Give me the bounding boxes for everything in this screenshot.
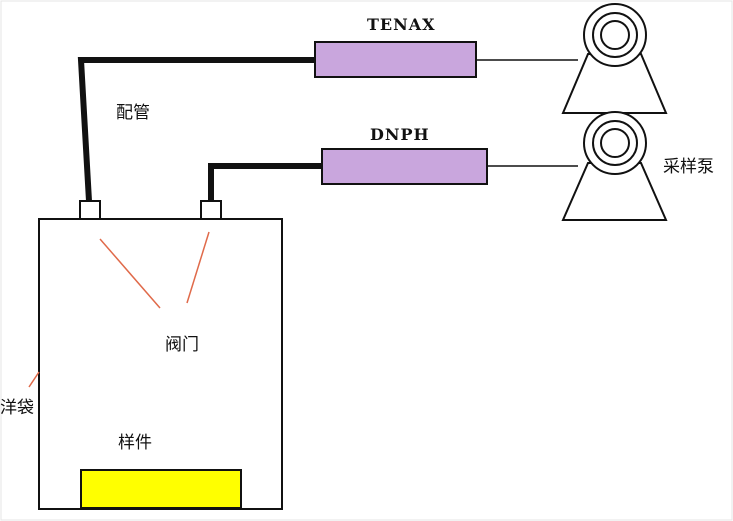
valve-pointer-left	[99, 238, 161, 309]
dnph-tube	[321, 148, 488, 185]
sampling-bag	[38, 218, 283, 510]
sample-label: 样件	[118, 433, 152, 453]
piping-label: 配管	[116, 103, 150, 123]
dnph-label: DNPH	[370, 125, 430, 144]
port-right	[200, 200, 222, 220]
sampling-pump-icon	[561, 111, 668, 221]
valve-pointer-right	[186, 231, 210, 304]
bag-pointer	[28, 371, 40, 388]
sample-specimen	[80, 469, 242, 509]
port-left	[79, 200, 101, 220]
pipe-right	[208, 163, 322, 201]
pipe-left	[77, 57, 315, 202]
sampling-pump-icon	[561, 3, 668, 114]
pump-label: 采样泵	[663, 157, 714, 177]
bag-label: 洋袋	[0, 398, 34, 418]
tenax-label: TENAX	[367, 15, 436, 34]
tenax-tube	[314, 41, 477, 78]
valve-label: 阀门	[165, 335, 199, 355]
